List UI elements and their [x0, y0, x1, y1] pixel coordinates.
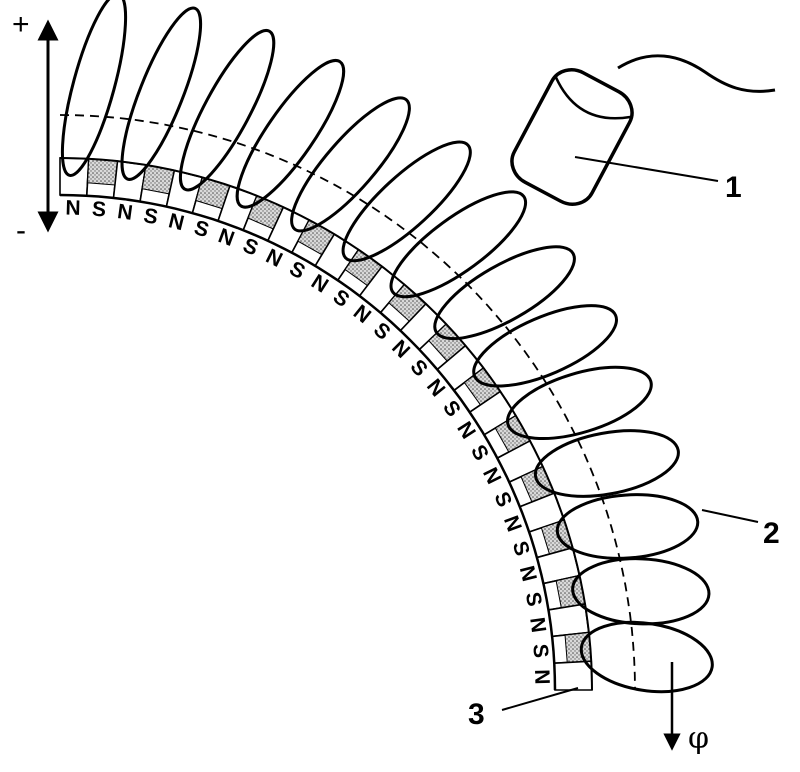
pole-segment [547, 603, 590, 638]
field-loop [389, 190, 528, 299]
axis-minus-label: - [16, 214, 26, 247]
sensor-cable [617, 54, 776, 93]
field-loop [120, 6, 203, 181]
pole-label: N [525, 616, 550, 634]
axis-plus-label: + [12, 8, 30, 41]
magnetic-field-loops [60, 0, 714, 694]
field-loop [472, 304, 618, 388]
callout-3: 3 [468, 698, 485, 731]
pole-label: N [116, 200, 134, 225]
pole-label: S [521, 590, 546, 608]
pole-label: N [262, 245, 286, 272]
pole-label: N [166, 209, 186, 235]
pole-label: S [466, 441, 493, 465]
pole-label: S [508, 538, 534, 558]
field-loop [533, 429, 680, 498]
ring-outer-edge [59, 157, 593, 691]
field-loop [60, 0, 128, 177]
magnetoresistive-sensor-icon [510, 54, 776, 206]
magnetic-scale-ring [59, 157, 593, 691]
callout-2: 2 [763, 517, 780, 550]
pole-label: N [215, 224, 237, 251]
callout-1-leader [574, 156, 719, 182]
ring-inner-edge [59, 193, 557, 691]
callout-1: 1 [725, 171, 742, 204]
pole-label: S [91, 198, 107, 222]
pole-label: N [499, 513, 526, 535]
field-loop [290, 96, 411, 233]
phi-label: φ [688, 721, 709, 756]
pole-label: S [285, 257, 309, 284]
pole-label: N [530, 669, 553, 685]
field-loop [433, 245, 576, 341]
pole-label: S [528, 643, 552, 659]
pole-label: S [142, 204, 160, 229]
field-loop [506, 365, 653, 440]
callout-2-leader [701, 509, 759, 523]
stippled-pole-band [86, 158, 119, 186]
field-loop [178, 28, 276, 192]
field-loop [571, 557, 711, 626]
pole-label: S [191, 216, 211, 242]
field-loop [555, 493, 700, 560]
pole-label: S [239, 234, 261, 261]
field-loop [341, 140, 472, 263]
field-loop [579, 620, 714, 694]
pole-label: N [478, 464, 505, 488]
pole-label: N [65, 197, 81, 220]
pole-label: S [489, 489, 516, 511]
field-loop [235, 58, 346, 209]
pole-label: N [515, 564, 541, 584]
callout-3-leader [501, 687, 579, 711]
